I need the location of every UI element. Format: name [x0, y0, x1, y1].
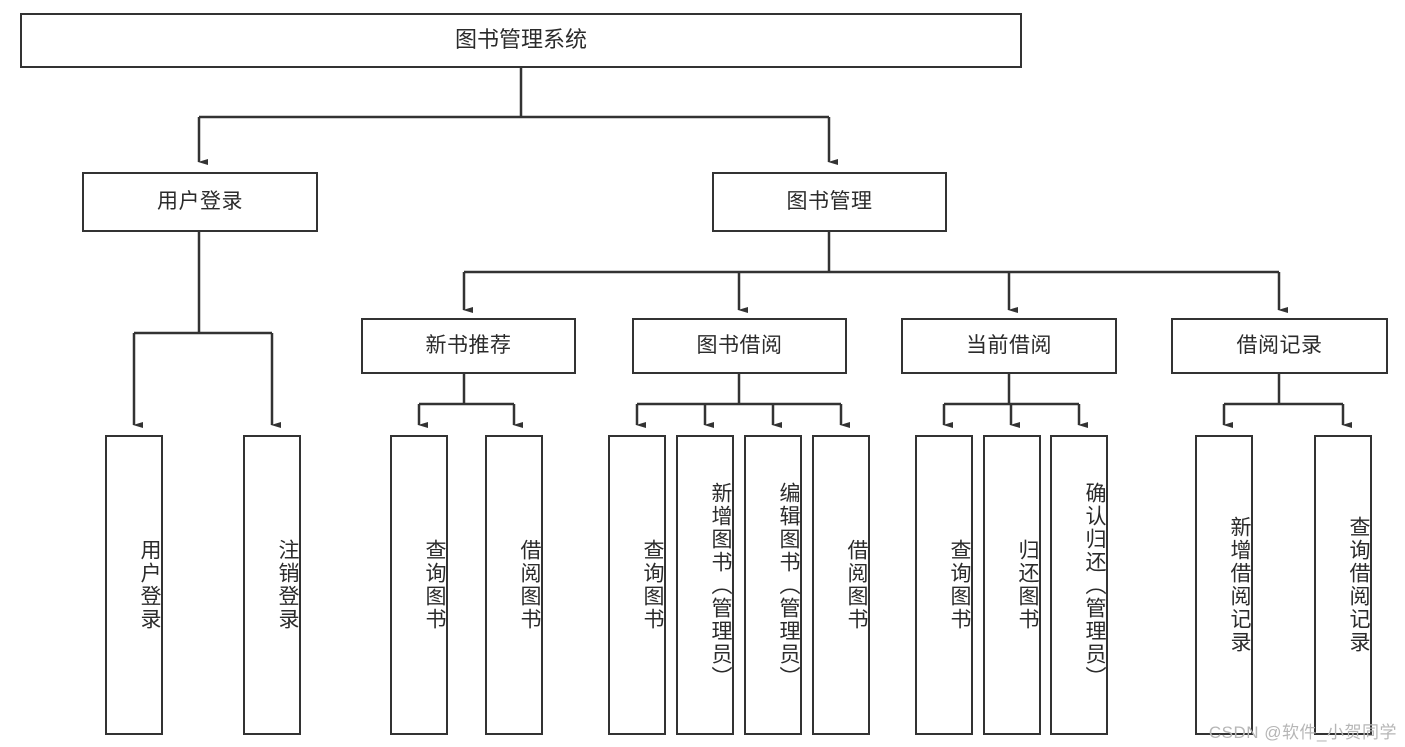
node-label: 当前借阅 — [966, 334, 1052, 358]
node-label: 图书借阅 — [696, 334, 783, 358]
leaf-query-borrow-record[interactable]: 查询借阅记录 — [1314, 435, 1372, 735]
leaf-confirm-return-admin[interactable]: 确认归还（管理员） — [1050, 435, 1108, 735]
node-book-borrow[interactable]: 图书借阅 — [632, 318, 847, 374]
node-borrow-record[interactable]: 借阅记录 — [1171, 318, 1388, 374]
node-label: 确认归还（管理员） — [1083, 481, 1106, 689]
leaf-edit-book-admin[interactable]: 编辑图书（管理员） — [744, 435, 802, 735]
node-label: 图书管理 — [786, 190, 873, 214]
node-label: 编辑图书（管理员） — [777, 481, 800, 689]
watermark: CSDN @软件_小贺同学 — [1208, 723, 1397, 742]
node-label: 借阅图书 — [845, 539, 868, 631]
node-label: 归还图书 — [1016, 539, 1039, 631]
node-label: 用户登录 — [138, 539, 161, 631]
node-label: 借阅图书 — [518, 539, 541, 631]
leaf-query-book-current[interactable]: 查询图书 — [915, 435, 973, 735]
leaf-return-book[interactable]: 归还图书 — [983, 435, 1041, 735]
node-label: 用户登录 — [157, 190, 243, 214]
leaf-logout[interactable]: 注销登录 — [243, 435, 301, 735]
node-label: 新增图书（管理员） — [709, 481, 732, 689]
leaf-borrow-book-recommend[interactable]: 借阅图书 — [485, 435, 543, 735]
node-book-management[interactable]: 图书管理 — [712, 172, 947, 232]
node-root-book-management-system[interactable]: 图书管理系统 — [20, 13, 1022, 68]
leaf-query-book-recommend[interactable]: 查询图书 — [390, 435, 448, 735]
node-label: 注销登录 — [276, 539, 299, 631]
node-label: 查询图书 — [641, 539, 664, 631]
leaf-add-book-admin[interactable]: 新增图书（管理员） — [676, 435, 734, 735]
node-label: 查询借阅记录 — [1347, 516, 1370, 654]
node-label: 查询图书 — [423, 539, 446, 631]
node-label: 借阅记录 — [1236, 334, 1323, 358]
node-new-book-recommend[interactable]: 新书推荐 — [361, 318, 576, 374]
node-user-login[interactable]: 用户登录 — [82, 172, 318, 232]
node-label: 图书管理系统 — [454, 27, 587, 53]
node-label: 查询图书 — [948, 539, 971, 631]
node-current-borrow[interactable]: 当前借阅 — [901, 318, 1117, 374]
node-label: 新增借阅记录 — [1228, 516, 1251, 654]
leaf-add-borrow-record[interactable]: 新增借阅记录 — [1195, 435, 1253, 735]
leaf-borrow-book[interactable]: 借阅图书 — [812, 435, 870, 735]
leaf-user-login[interactable]: 用户登录 — [105, 435, 163, 735]
leaf-query-book-borrow[interactable]: 查询图书 — [608, 435, 666, 735]
node-label: 新书推荐 — [425, 334, 512, 358]
